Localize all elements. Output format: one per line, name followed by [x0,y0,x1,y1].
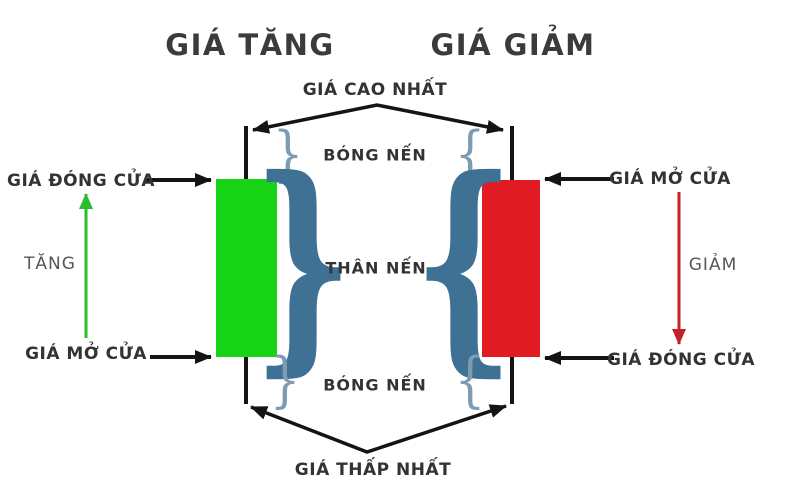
lower-shadow-label: BÓNG NẾN [323,375,427,395]
bearish-candle-body [482,180,540,357]
bullish-candle-body [216,179,277,357]
lowest-price-label: GIÁ THẤP NHẤT [294,460,452,480]
body-label: THÂN NẾN [325,258,427,278]
lower-shadow-brace-right-icon: { [454,345,486,416]
lower-shadow-brace-left-icon: } [269,345,301,416]
bearish-close-label: GIÁ ĐÓNG CỬA [607,350,755,370]
bullish-title: GIÁ TĂNG [165,28,335,62]
upper-shadow-brace-right-icon: { [454,119,486,190]
body-brace-right-icon: { [413,129,515,397]
up-direction-label: TĂNG [24,254,76,274]
bearish-open-label: GIÁ MỞ CỬA [609,169,731,189]
bullish-open-label: GIÁ MỞ CỬA [25,344,147,364]
bullish-close-label: GIÁ ĐÓNG CỬA [7,171,155,191]
upper-shadow-label: BÓNG NẾN [323,145,427,165]
highest-price-label: GIÁ CAO NHẤT [302,80,448,100]
down-direction-label: GIẢM [688,255,738,275]
upper-shadow-brace-left-icon: } [272,119,304,190]
highest-price-pointer [252,103,504,134]
body-brace-left-icon: } [252,129,354,397]
bearish-title: GIÁ GIẢM [430,28,596,62]
lowest-price-pointer [250,404,507,454]
